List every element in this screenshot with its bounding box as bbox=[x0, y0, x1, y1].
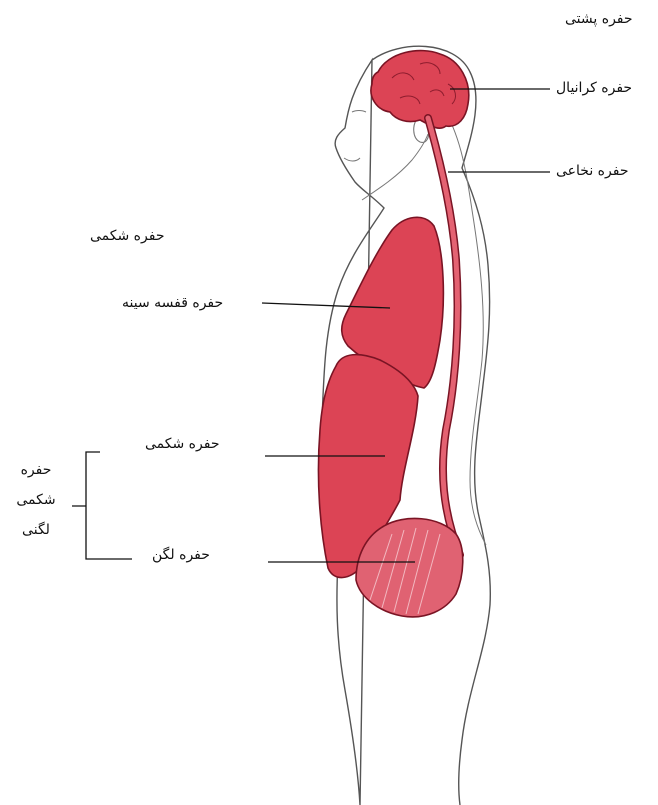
abdominopelvic-bracket bbox=[72, 452, 132, 559]
label-pelvic-cavity: حفره لگن bbox=[152, 546, 210, 564]
label-abdominopelvic-cavity: حفره شکمی لگنی bbox=[6, 455, 66, 545]
label-cranial-cavity: حفره کرانیال bbox=[556, 79, 632, 97]
label-abdominopelvic-line2: شکمی bbox=[6, 485, 66, 515]
label-abdominopelvic-line1: حفره bbox=[6, 455, 66, 485]
label-thoracic-cavity: حفره قفسه سینه bbox=[122, 294, 223, 312]
neck-line bbox=[362, 134, 428, 200]
label-spinal-cavity: حفره نخاعی bbox=[556, 162, 628, 180]
label-abdominal-cavity: حفره شکمی bbox=[145, 435, 219, 453]
label-dorsal-cavity: حفره پشتی bbox=[565, 10, 633, 28]
label-abdominopelvic-line3: لگنی bbox=[6, 515, 66, 545]
label-ventral-cavity: حفره شکمی bbox=[90, 227, 164, 245]
